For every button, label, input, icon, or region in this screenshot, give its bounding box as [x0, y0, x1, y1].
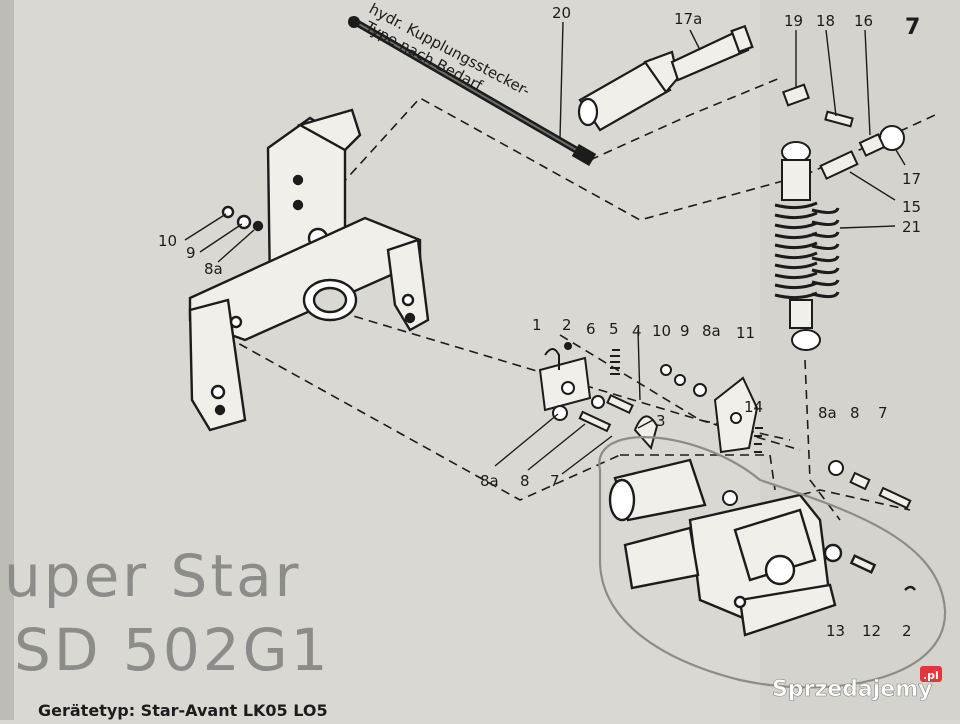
three-point-frame	[188, 108, 430, 432]
part-label-20: 20	[552, 4, 571, 22]
shock-absorber-part	[774, 141, 840, 351]
part-label-15: 15	[902, 198, 921, 216]
part-label-9-mid: 9	[680, 322, 690, 340]
part-label-8a-right: 8a	[818, 404, 837, 422]
site-watermark: Sprzedajemy .pl	[772, 666, 942, 702]
part-label-19: 19	[784, 12, 803, 30]
hydraulic-hose-part	[348, 16, 597, 167]
part-label-11: 11	[736, 324, 755, 342]
part-label-9-left: 9	[186, 244, 196, 262]
leader-lines	[184, 21, 906, 475]
part-label-8a-low: 8a	[480, 472, 499, 490]
middle-small-parts	[538, 342, 763, 506]
part-label-8-right: 8	[850, 404, 860, 422]
watermark-text: Sprzedajemy	[772, 677, 933, 702]
footer-device-type: Gerätetyp: Star-Avant LK05 LO5	[38, 701, 328, 720]
part-label-4: 4	[632, 322, 642, 340]
part-label-21: 21	[902, 218, 921, 236]
part-label-17a: 17a	[674, 10, 702, 28]
part-label-13: 13	[826, 622, 845, 640]
page-number: 7	[905, 15, 920, 40]
part-label-7-low: 7	[550, 472, 560, 490]
handwritten-note-line2: SD 502G1	[14, 616, 330, 684]
small-parts-top-right	[781, 83, 905, 180]
part-number-labels: 20 17a 19 18 16 17 15 21 10 9 8a 1 2 6 5…	[158, 4, 921, 640]
part-label-8a-mid: 8a	[702, 322, 721, 340]
gearbox-housing-part	[608, 458, 916, 637]
handwritten-note-line1: uper Star	[4, 542, 302, 610]
part-label-12: 12	[862, 622, 881, 640]
part-label-16: 16	[854, 12, 873, 30]
part-label-17: 17	[902, 170, 921, 188]
part-label-6: 6	[586, 320, 596, 338]
part-label-2-mid: 2	[562, 316, 572, 334]
part-label-2-right: 2	[902, 622, 912, 640]
part-label-8a-left: 8a	[204, 260, 223, 278]
part-label-3: 3	[656, 412, 666, 430]
page-edge-left	[0, 0, 14, 720]
washers-right	[828, 460, 912, 510]
watermark-tld: .pl	[923, 669, 939, 682]
watermark-badge	[920, 666, 942, 682]
part-label-10-left: 10	[158, 232, 177, 250]
part-label-14: 14	[744, 398, 763, 416]
part-label-7-right: 7	[878, 404, 888, 422]
part-label-1: 1	[532, 316, 542, 334]
part-label-18: 18	[816, 12, 835, 30]
hydraulic-cylinder-part	[577, 24, 754, 132]
part-label-5: 5	[609, 320, 619, 338]
pencil-circle-annotation	[598, 436, 947, 689]
part-label-8-low: 8	[520, 472, 530, 490]
part-label-10-mid: 10	[652, 322, 671, 340]
